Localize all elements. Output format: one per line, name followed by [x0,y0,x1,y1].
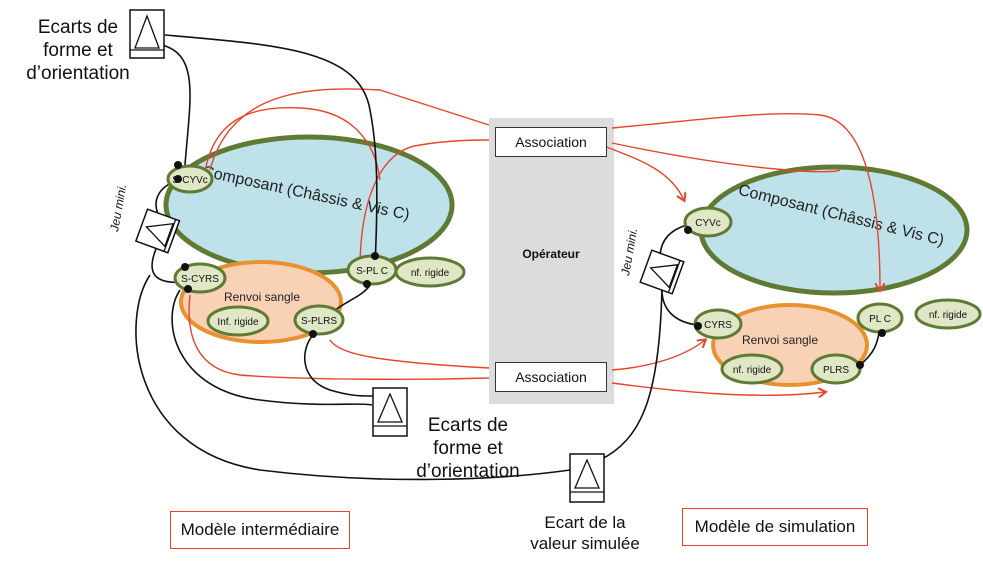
modele-simulation-box: Modèle de simulation [682,508,868,546]
operator-panel [489,118,614,404]
node-s-plc: S-PL C [346,254,398,286]
ecarts-top-box [129,9,165,59]
red-link-top-2 [359,139,490,271]
association-top-box: Association [495,127,607,157]
jeu-left-box [134,208,181,254]
node-left-inf-rigide-1: nf. rigide [394,256,466,288]
jeu-right-box [639,249,685,295]
modele-intermediaire-box: Modèle intermédiaire [170,511,350,549]
ecarts-bottom-text: Ecarts de forme et d’orientation [416,415,520,482]
black-link-plrs-ecarts-bottom [303,334,374,397]
association-bottom-label: Association [515,369,587,385]
modele-simulation-label: Modèle de simulation [694,517,856,536]
node-right-inf-rigide-2: nf. rigide [720,353,784,385]
measurement-links [135,34,881,481]
black-link-cyvc-jeu-right [659,224,688,259]
node-left-inf-rigide-2: Inf. rigide [206,305,270,337]
svg-text:S-PLRS: S-PLRS [301,316,337,327]
connection-dots [174,161,886,369]
ecarts-bottom-box [372,387,408,437]
red-link-bottom-1 [188,294,490,380]
red-arrow-plrs [611,382,825,395]
black-link-ecart-valeur-jeu-right [599,284,663,461]
node-plrs: PLRS [810,353,862,385]
svg-text:PLRS: PLRS [823,365,849,376]
node-plc: PL C [856,302,904,334]
svg-text:CYVc: CYVc [695,218,721,229]
node-cyrs: CYRS [693,308,743,340]
node-s-cyrs: S-CYRS [173,262,227,294]
black-link-ecarts-top-to-plc [164,34,378,266]
node-cyvc: CYVc [683,206,733,238]
modele-intermediaire-label: Modèle intermédiaire [180,520,340,539]
black-link-jeu-right-cyrs [661,289,698,326]
node-s-cyvc: S-CYVc [166,164,214,194]
svg-text:nf. rigide: nf. rigide [411,268,450,279]
red-link-bottom-2 [329,339,490,369]
svg-text:Inf. rigide: Inf. rigide [217,317,259,328]
svg-text:nf. rigide: nf. rigide [733,365,772,376]
svg-text:CYRS: CYRS [704,320,732,331]
black-link-cyrs-ecarts-bottom [171,289,373,406]
svg-text:PL C: PL C [869,314,891,325]
operateur-label: Opérateur [522,247,580,261]
ecart-valeur-text: Ecart de la valeur simulée [530,513,640,553]
svg-text:S-CYVc: S-CYVc [172,175,208,186]
association-top-label: Association [515,134,587,150]
association-bottom-box: Association [495,362,607,392]
svg-text:S-PL C: S-PL C [356,266,388,277]
node-right-inf-rigide-1: nf. rigide [914,298,982,330]
jeu-left-label: Jeu mini. [107,183,129,234]
black-link-jeu-ecart-valeur [135,274,571,481]
ecart-valeur-box [569,453,605,503]
red-link-cyvc-loop [203,106,381,181]
node-s-plrs: S-PLRS [293,304,345,336]
svg-text:S-CYRS: S-CYRS [181,274,219,285]
jeu-right-label: Jeu mini. [618,227,640,278]
svg-text:nf. rigide: nf. rigide [929,310,968,321]
red-arrow-cyrs [611,340,705,371]
black-link-ecarts-top-to-cyvc [161,44,191,166]
left-renvoi-label: Renvoi sangle [224,290,300,304]
red-arrow-cyvc [603,145,684,200]
right-renvoi-label: Renvoi sangle [742,333,818,347]
red-arrow-plc [611,112,880,290]
ecarts-top-text: Ecarts de forme et d’orientation [26,17,130,84]
